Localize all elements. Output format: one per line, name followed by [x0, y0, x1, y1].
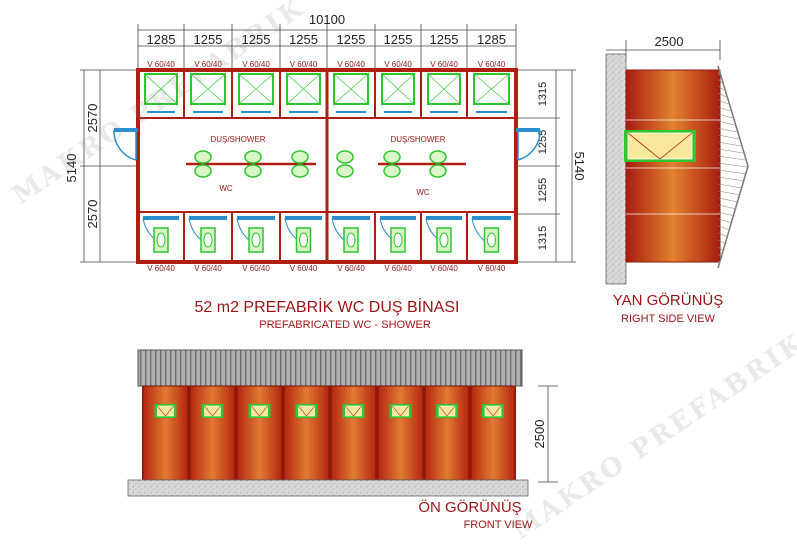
shower-label-left: DUŞ/SHOWER [210, 135, 265, 144]
main-title: 52 m2 PREFABRİK WC DUŞ BİNASI [195, 297, 460, 316]
side-panel-lines [626, 119, 720, 215]
window-label-bottom: V 60/40 [478, 264, 506, 273]
wc-label-right: WC [416, 188, 430, 197]
sink [429, 150, 447, 178]
right-height-label: 5140 [572, 152, 587, 181]
front-foundation [127, 479, 529, 497]
left-dimension [80, 69, 138, 263]
window-label-bottom: V 60/40 [430, 264, 458, 273]
top-segment-label: 1285 [477, 32, 506, 47]
right-seg-3: 1255 [537, 178, 549, 202]
shower-cubicle: V 60/40 [183, 60, 226, 118]
shower-label-right: DUŞ/SHOWER [390, 135, 445, 144]
wc-cubicle: V 60/40 [183, 212, 227, 273]
top-segment-label: 1255 [430, 32, 459, 47]
wc-cubicle: V 60/40 [231, 212, 275, 273]
window-label-bottom: V 60/40 [337, 264, 365, 273]
front-height-dimension [538, 385, 558, 483]
left-seg-2: 2570 [85, 200, 100, 229]
sink [383, 150, 401, 178]
side-roof-profile [717, 65, 749, 269]
front-panel [142, 385, 189, 481]
cubicles: V 60/40 V 60/40 V 60/40 V 60/40 V 60/40 V 60/… [142, 60, 511, 273]
sinks [194, 150, 447, 178]
window-label-top: V 60/40 [478, 60, 506, 69]
sink [244, 150, 262, 178]
side-view: 2500 YAN GÖRÜNÜŞ RIGHT SIDE VIEW [605, 34, 749, 325]
front-panel [330, 385, 377, 481]
watermark-right: MAKRO PREFABRIK [507, 327, 797, 546]
window-label-top: V 60/40 [194, 60, 222, 69]
shower-cubicle: V 60/40 [326, 60, 369, 118]
right-dimension [516, 69, 576, 263]
side-width-label: 2500 [655, 34, 684, 49]
shower-cubicle: V 60/40 [420, 60, 461, 118]
total-width-label: 10100 [309, 12, 345, 27]
window-label-top: V 60/40 [337, 60, 365, 69]
window-label-top: V 60/40 [430, 60, 458, 69]
front-view: 2500 ÖN GÖRÜNÜŞ FRONT VIEW [127, 349, 558, 531]
left-height-label: 5140 [64, 154, 79, 183]
front-view-title: ÖN GÖRÜNÜŞ [418, 498, 521, 516]
window-label-top: V 60/40 [147, 60, 175, 69]
window-label-bottom: V 60/40 [290, 264, 318, 273]
top-dimension [137, 24, 517, 70]
wc-cubicle: V 60/40 [142, 216, 179, 273]
front-panel [424, 385, 470, 481]
wc-cubicle: V 60/40 [326, 212, 370, 273]
side-view-subtitle: RIGHT SIDE VIEW [621, 313, 716, 325]
shower-cubicle: V 60/40 [231, 60, 274, 118]
front-view-subtitle: FRONT VIEW [464, 519, 533, 531]
left-seg-1: 2570 [85, 104, 100, 133]
front-panel [377, 385, 424, 481]
right-seg-4: 1315 [537, 226, 549, 250]
front-panel [236, 385, 283, 481]
shower-cubicle: V 60/40 [279, 60, 321, 118]
side-view-title: YAN GÖRÜNÜŞ [613, 291, 724, 309]
window-label-top: V 60/40 [290, 60, 318, 69]
window-label-bottom: V 60/40 [194, 264, 222, 273]
top-segment-label: 1255 [337, 32, 366, 47]
window-label-bottom: V 60/40 [242, 264, 270, 273]
window-label-bottom: V 60/40 [384, 264, 412, 273]
front-height-label: 2500 [532, 420, 547, 449]
sink [194, 150, 212, 178]
top-segment-label: 1255 [242, 32, 271, 47]
front-panels [142, 385, 516, 481]
front-roof [137, 349, 523, 387]
shower-cubicle: V 60/40 [466, 60, 510, 118]
side-base-left [605, 53, 627, 285]
window-label-top: V 60/40 [242, 60, 270, 69]
right-entry-door [516, 128, 541, 161]
side-wall [625, 69, 721, 263]
top-segment-label: 1255 [289, 32, 318, 47]
wc-label-left: WC [219, 184, 233, 193]
top-segment-labels: 1285 1255 1255 1255 1255 1255 1255 1285 [147, 32, 506, 47]
top-segment-label: 1255 [384, 32, 413, 47]
front-panel [189, 385, 236, 481]
right-seg-1: 1315 [537, 82, 549, 106]
main-subtitle: PREFABRICATED WC - SHOWER [259, 319, 431, 331]
wc-cubicle: V 60/40 [279, 212, 322, 273]
plan-view: 10100 1285 1255 1255 1255 1255 1255 1255 1285 5… [64, 12, 587, 273]
top-segment-label: 1255 [194, 32, 223, 47]
front-panel [470, 385, 516, 481]
side-window [624, 130, 696, 162]
shower-cubicle: V 60/40 [374, 60, 415, 118]
sink [336, 150, 354, 178]
front-panel [283, 385, 330, 481]
wc-cubicle: V 60/40 [374, 212, 416, 273]
sink [291, 150, 309, 178]
wc-cubicle: V 60/40 [420, 212, 462, 273]
top-segment-label: 1285 [147, 32, 176, 47]
window-label-top: V 60/40 [384, 60, 412, 69]
window-label-bottom: V 60/40 [147, 264, 175, 273]
shower-cubicle: V 60/40 [144, 60, 178, 113]
left-entry-door [113, 128, 138, 161]
wc-cubicle: V 60/40 [466, 212, 511, 273]
